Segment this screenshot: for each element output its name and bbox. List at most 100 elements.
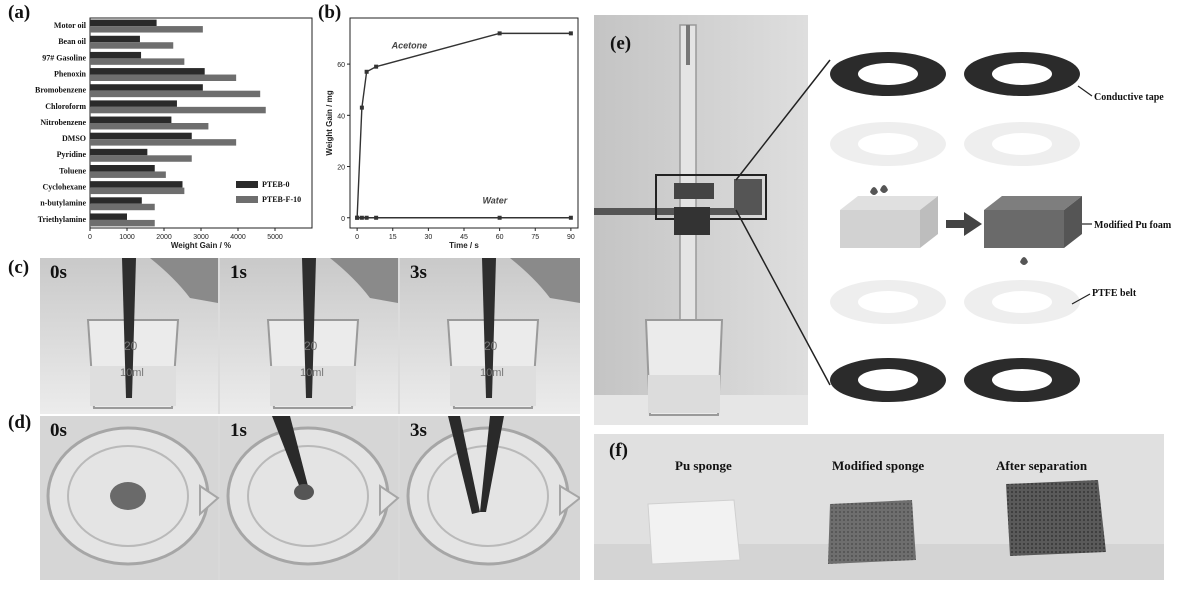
zoom-line-top	[735, 59, 831, 181]
bar-1-6	[90, 123, 209, 130]
sponge-drawing	[594, 434, 1164, 580]
arrow-conductive-tape	[1077, 85, 1093, 97]
layer-schematic: Conductive tape Modified Pu foam PTFE be…	[735, 52, 1172, 402]
photo-strip-d	[40, 416, 580, 580]
legend-label-a-1: PTEB-F-10	[262, 195, 301, 204]
ring-dark-bottom-left	[830, 358, 946, 402]
beaker-mark-20-b: 20	[304, 339, 318, 353]
x-tick-label-a-2: 2000	[156, 234, 172, 241]
bar-0-10	[90, 181, 183, 188]
category-label-12: Triethylamine	[38, 215, 87, 224]
sponge-original	[647, 499, 741, 565]
zoom-line-bottom	[735, 209, 831, 386]
foam-block-modified	[984, 196, 1082, 248]
x-tick-label-b-3: 45	[460, 234, 468, 241]
category-label-11: n-butylamine	[40, 199, 86, 208]
category-label-1: Bean oil	[58, 37, 87, 46]
panel-label-b: (b)	[318, 2, 342, 23]
point-1-5	[568, 215, 573, 220]
plot-frame-b	[349, 17, 579, 229]
arrow-ptfe-belt	[1071, 293, 1091, 305]
panel-label-d: (d)	[8, 412, 32, 433]
point-0-3	[374, 64, 379, 69]
y-tick-label-b-0: 0	[341, 216, 345, 223]
frame-d-3s	[400, 416, 580, 580]
bar-1-7	[90, 139, 237, 146]
x-axis-label-b: Time / s	[449, 241, 479, 250]
y-tick-label-b-3: 60	[337, 62, 345, 69]
beaker-photos: 20 10ml 20 10ml 20 10ml	[40, 258, 580, 414]
x-axis-label-a: Weight Gain / %	[171, 241, 231, 250]
time-c-2: 3s	[410, 262, 427, 283]
x-tick-label-a-0: 0	[88, 234, 92, 241]
legend-swatch-a-0	[236, 181, 258, 188]
y-tick-label-b-2: 40	[337, 113, 345, 120]
bar-1-11	[90, 203, 155, 211]
beaker-mark-10-b: 10ml	[300, 367, 324, 379]
sponge-modified	[828, 500, 916, 564]
bar-0-1	[90, 35, 140, 43]
label-after-separation: After separation	[996, 458, 1088, 473]
time-c-1: 1s	[230, 262, 247, 283]
panel-label-e: (e)	[610, 33, 632, 54]
bar-0-7	[90, 132, 192, 140]
point-0-5	[568, 31, 573, 36]
frame-d-1s	[220, 416, 400, 580]
x-tick-label-b-4: 60	[496, 234, 504, 241]
ring-dark-top-right	[964, 52, 1080, 96]
x-tick-label-a-5: 5000	[267, 234, 283, 241]
drop-icon	[1020, 257, 1028, 265]
legend-label-a-0: PTEB-0	[262, 180, 290, 189]
x-tick-label-b-5: 75	[531, 234, 539, 241]
bar-0-6	[90, 116, 172, 123]
ring-light-upper-right	[964, 122, 1080, 166]
bar-1-12	[90, 219, 155, 227]
category-label-5: Chloroform	[45, 102, 86, 111]
bar-1-9	[90, 171, 166, 178]
point-1-1	[359, 215, 364, 220]
point-1-4	[497, 215, 502, 220]
frame-c-0s	[40, 258, 218, 414]
panel-label-f: (f)	[609, 440, 628, 461]
y-axis-label-b: Weight Gain / mg	[325, 90, 334, 155]
label-modified-foam: Modified Pu foam	[1094, 220, 1172, 231]
point-0-4	[497, 31, 502, 36]
point-1-2	[364, 215, 369, 220]
beaker-mark-10-a: 10ml	[120, 367, 144, 379]
beaker-mark-20-c: 20	[484, 339, 498, 353]
bar-1-5	[90, 106, 266, 114]
category-label-3: Phenoxin	[54, 69, 87, 78]
category-label-8: Pyridine	[57, 150, 87, 159]
x-tick-label-b-1: 15	[389, 234, 397, 241]
x-tick-label-b-0: 0	[355, 234, 359, 241]
bar-0-2	[90, 51, 142, 59]
sponge-photo	[594, 434, 1164, 580]
label-conductive-tape: Conductive tape	[1094, 92, 1164, 103]
bar-0-5	[90, 100, 177, 107]
series-line-0	[356, 32, 571, 218]
bar-1-4	[90, 90, 261, 98]
bar-0-8	[90, 148, 148, 156]
frame-c-1s	[220, 258, 398, 414]
x-tick-label-a-3: 3000	[193, 234, 209, 241]
category-label-7: DMSO	[62, 134, 86, 143]
apparatus-drawing	[594, 15, 808, 425]
x-tick-label-b-6: 90	[567, 234, 575, 241]
bar-1-8	[90, 155, 192, 162]
series-annotation-1: Water	[482, 196, 507, 206]
x-tick-label-a-1: 1000	[119, 234, 135, 241]
category-label-9: Toluene	[59, 166, 86, 175]
series-annotation-0: Acetone	[391, 41, 428, 51]
bar-1-3	[90, 74, 237, 81]
category-label-4: Bromobenzene	[35, 86, 86, 95]
time-d-0: 0s	[50, 420, 67, 441]
frame-d-0s	[40, 416, 220, 580]
bar-0-3	[90, 68, 205, 75]
sponge-after-separation	[1006, 480, 1106, 556]
bar-1-1	[90, 42, 174, 49]
process-arrow	[946, 212, 982, 236]
bar-0-9	[90, 165, 155, 172]
panel-label-c: (c)	[8, 257, 30, 278]
